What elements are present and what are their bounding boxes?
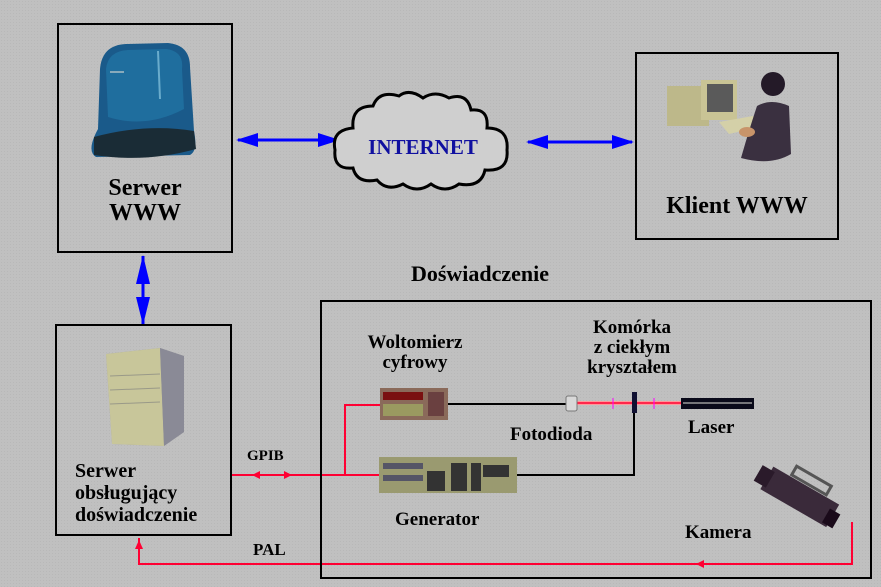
lc-cell-icon — [632, 392, 637, 413]
cloud-icon — [332, 91, 509, 191]
laser-beam — [577, 398, 682, 409]
web-server-label-line1: Serwer — [108, 175, 182, 201]
generator-cell-wire — [516, 412, 635, 476]
photodiode-icon — [565, 395, 578, 412]
experiment-title: Doświadczenie — [410, 261, 550, 286]
voltmeter-icon[interactable] — [380, 388, 448, 420]
internet-label: INTERNET — [368, 135, 478, 159]
experiment-server-label-line1: Serwer — [75, 460, 137, 482]
camera-icon[interactable] — [752, 455, 852, 540]
gpib-label: GPIB — [247, 448, 284, 464]
laser-icon — [681, 398, 754, 409]
arrow-internet-client — [526, 135, 634, 149]
voltmeter-label-line1: Woltomierz — [367, 332, 463, 353]
pal-label: PAL — [253, 540, 286, 559]
lc-cell-label-line2: z ciekłym — [593, 336, 671, 358]
gpib-wire — [231, 404, 382, 479]
web-server-box[interactable]: Serwer WWW — [57, 23, 233, 253]
generator-icon[interactable] — [379, 457, 517, 493]
experiment-server-box[interactable]: Serwer obsługujący doświadczenie — [55, 324, 232, 536]
server-tower-icon — [91, 43, 196, 158]
laser-label: Laser — [688, 417, 735, 438]
experiment-server-label-line3: doświadczenie — [75, 504, 198, 526]
lc-cell-label-line3: kryształem — [587, 356, 677, 378]
experiment-server-label-line2: obsługujący — [75, 482, 178, 504]
pc-tower-icon — [106, 348, 184, 446]
voltmeter-label-line2: cyfrowy — [382, 351, 448, 373]
internet-cloud[interactable]: INTERNET — [323, 88, 523, 193]
camera-label: Kamera — [685, 522, 752, 543]
web-client-label: Klient WWW — [666, 193, 808, 219]
generator-label: Generator — [395, 509, 480, 530]
client-user-icon — [667, 72, 791, 162]
photodiode-label: Fotodioda — [510, 424, 593, 445]
arrow-server-expserver — [136, 255, 150, 325]
web-client-box[interactable]: Klient WWW — [635, 52, 839, 240]
arrow-server-internet — [236, 133, 340, 147]
pal-wire — [135, 522, 853, 568]
web-server-label-line2: WWW — [109, 200, 181, 227]
lc-cell-label-line1: Komórka — [592, 317, 672, 338]
